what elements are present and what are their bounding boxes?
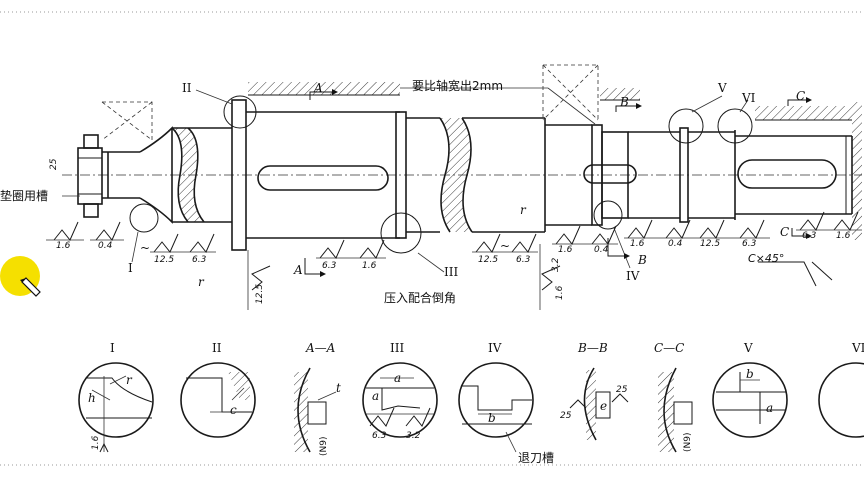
detail-circle-II <box>223 95 257 129</box>
detail-view-V <box>712 362 788 438</box>
rough-12-5-vert: 12.5 <box>255 284 265 304</box>
dim-e-BB: e <box>600 399 607 413</box>
rough-1-6-b: 1.6 <box>362 261 377 271</box>
detail-view-I <box>78 362 154 438</box>
rough-1-6-a: 1.6 <box>56 241 71 251</box>
dim-b-V: b <box>746 367 754 381</box>
roughness-symbols <box>46 211 862 310</box>
section-label-C-bottom: C <box>780 225 789 239</box>
roman-I-main: I <box>128 261 133 275</box>
detail-title-VI: VI <box>851 341 864 355</box>
detail-circle-V <box>668 108 704 144</box>
dim-t-AA: t <box>336 381 341 395</box>
radius-r-1: r <box>198 275 205 289</box>
dim-r-detail: r <box>126 373 133 387</box>
rough-6-3-b: 6.3 <box>322 261 337 271</box>
rough-1-6-c: 1.6 <box>558 245 573 255</box>
detail-title-V: V <box>743 341 753 355</box>
housing-hatch <box>248 82 862 240</box>
rough-1-6-detail: 1.6 <box>91 435 101 450</box>
press-fit-note: 压入配合倒角 <box>384 290 456 305</box>
tilde-1: ~ <box>140 241 150 255</box>
rough-6-3-e: 6.3 <box>802 231 817 241</box>
detail-view-IV <box>458 362 534 438</box>
roman-VI-main: VI <box>741 91 756 105</box>
detail-view-III <box>362 362 438 438</box>
dim-25-BB-b: 25 <box>560 411 572 421</box>
detail-title-BB: B—B <box>577 341 608 355</box>
dim-a-V: a <box>766 401 773 415</box>
radius-r-2: r <box>520 203 527 217</box>
rough-0-4-c: 0.4 <box>668 239 683 249</box>
keyway-a <box>257 165 389 191</box>
rough-1-6-vert: 1.6 <box>555 285 565 300</box>
section-label-B-top: B <box>619 95 629 109</box>
dim-a-III: a <box>394 371 401 385</box>
detail-title-II: II <box>212 341 222 355</box>
groove-note: 垫圈用槽 <box>0 188 48 203</box>
rough-3-2-vert: 3.2 <box>551 257 561 272</box>
rough-1-6-e: 1.6 <box>836 231 851 241</box>
rough-6-3-d: 6.3 <box>742 239 757 249</box>
tolerance-N9-AA: (N9) <box>319 437 329 456</box>
tilde-2: ~ <box>500 239 510 253</box>
detail-circle-III <box>380 212 422 254</box>
detail-title-IV: IV <box>488 341 502 355</box>
rough-0-4-b: 0.4 <box>594 245 609 255</box>
roman-II-main: II <box>182 81 192 95</box>
section-label-A-top: A <box>313 81 323 95</box>
dim-b-IV: b <box>488 411 496 425</box>
roman-V-main: V <box>717 81 727 95</box>
detail-title-I: I <box>110 341 115 355</box>
dim-h: h <box>88 391 96 405</box>
dim-alpha-III: a <box>372 389 379 403</box>
pencil-cursor-icon <box>20 277 41 297</box>
detail-views <box>78 362 864 453</box>
rough-12-5-c: 12.5 <box>700 239 720 249</box>
nut-body <box>77 147 103 205</box>
rough-12-5-a: 12.5 <box>154 255 174 265</box>
shaft-outline <box>77 99 853 251</box>
detail-circle-I <box>129 203 159 233</box>
undercut-note: 退刀槽 <box>518 451 554 465</box>
keyway-b <box>583 164 637 184</box>
rough-12-5-b: 12.5 <box>478 255 498 265</box>
rough-1-6-d: 1.6 <box>630 239 645 249</box>
rough-0-4-a: 0.4 <box>98 241 113 251</box>
detail-view-II <box>180 362 256 438</box>
keyway-c <box>737 159 837 189</box>
detail-circle-VI <box>717 108 753 144</box>
dim-25-BB-a: 25 <box>616 385 628 395</box>
rough-6-3-a: 6.3 <box>192 255 207 265</box>
chamfer-note: C×45° <box>748 252 784 265</box>
section-label-B-bottom: B <box>637 253 647 267</box>
rough-6-3-detail: 6.3 <box>372 431 387 441</box>
detail-title-III: III <box>390 341 404 355</box>
dim-25-main: 25 <box>49 158 59 170</box>
section-label-C-top: C <box>796 89 805 103</box>
detail-title-AA: A—A <box>305 341 336 355</box>
wider-note: 要比轴宽出2mm <box>412 78 503 93</box>
detail-title-CC: C—C <box>654 341 684 355</box>
dim-c: c <box>230 403 237 417</box>
roman-IV-main: IV <box>626 269 640 283</box>
detail-circle-IV <box>593 200 623 230</box>
detail-view-VI <box>818 362 864 438</box>
rough-3-2-detail: 3.2 <box>406 431 421 441</box>
rough-6-3-c: 6.3 <box>516 255 531 265</box>
section-label-A-bottom: A <box>293 263 303 277</box>
roman-III-main: III <box>444 265 458 279</box>
tolerance-N9-CC: (N9) <box>683 433 693 452</box>
